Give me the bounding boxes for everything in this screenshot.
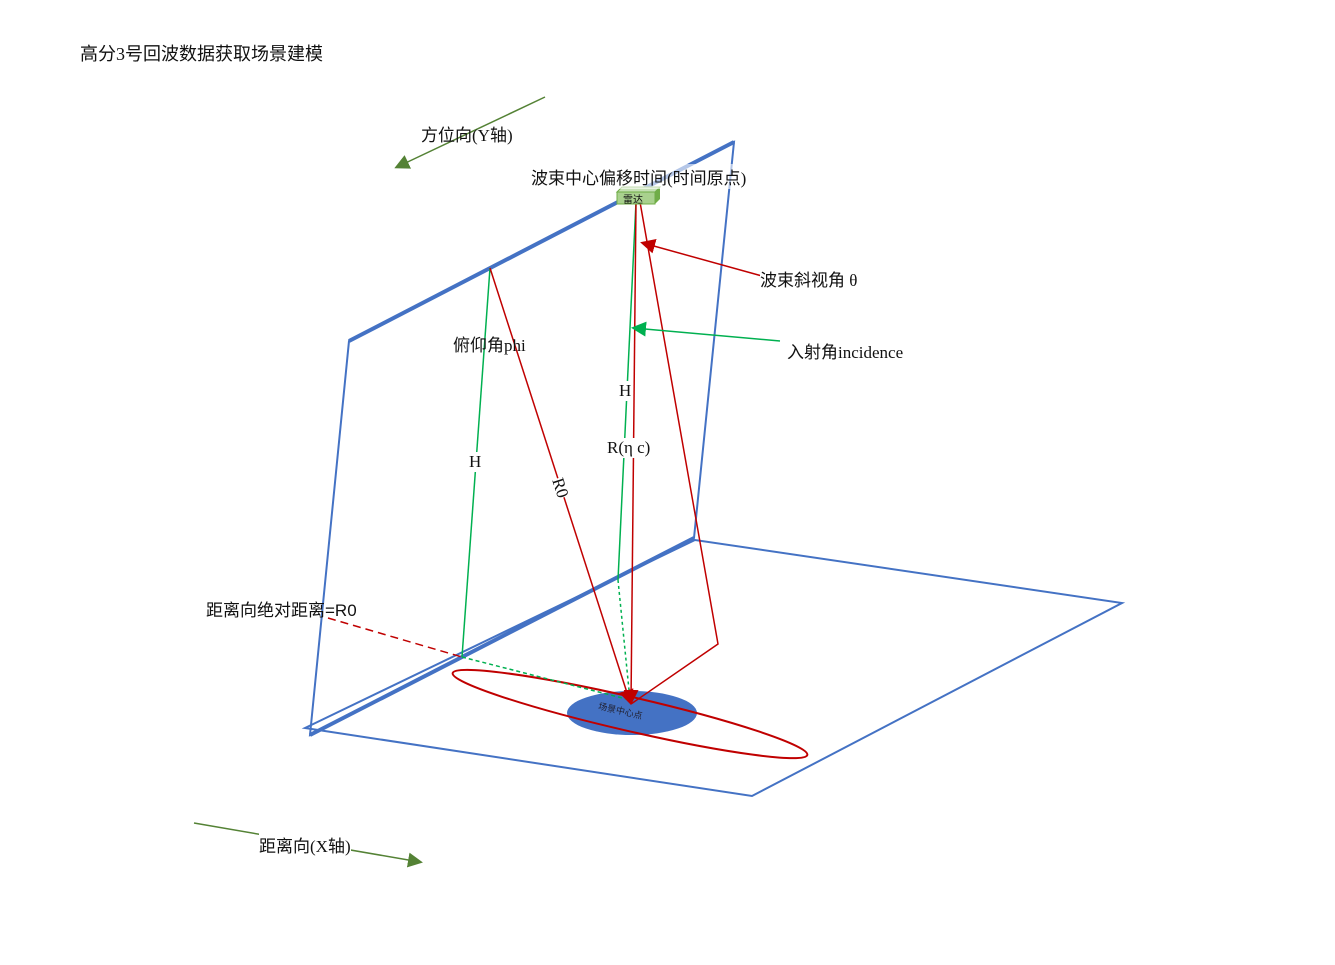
h-left-label: H xyxy=(469,452,482,472)
azimuth-label: 方位向(Y轴) xyxy=(421,126,513,145)
azimuth-arrow xyxy=(394,96,546,169)
r-eta-c-label: R(η c) xyxy=(607,438,651,458)
incidence-pointer xyxy=(631,321,781,342)
vertical-plane xyxy=(308,140,736,737)
beam-center-offset-label: 波束中心偏移时间(时间原点) xyxy=(531,164,747,189)
range-abs-line xyxy=(327,617,463,658)
range-abs-label: 距离向绝对距离=R0 xyxy=(206,601,357,620)
squint-label: 波束斜视角 θ xyxy=(760,266,858,291)
radar-label: 雷达 xyxy=(623,195,643,206)
h-right-label: H xyxy=(619,381,632,401)
ground-plane xyxy=(301,538,1126,798)
range-axis-label: 距离向(X轴) xyxy=(259,832,351,857)
squint-pointer xyxy=(640,238,763,277)
squint-beam xyxy=(630,201,719,705)
incidence-label: 入射角incidence xyxy=(787,338,904,363)
page-title: 高分3号回波数据获取场景建模 xyxy=(80,44,323,64)
pitch-label: 俯仰角phi xyxy=(453,336,526,355)
